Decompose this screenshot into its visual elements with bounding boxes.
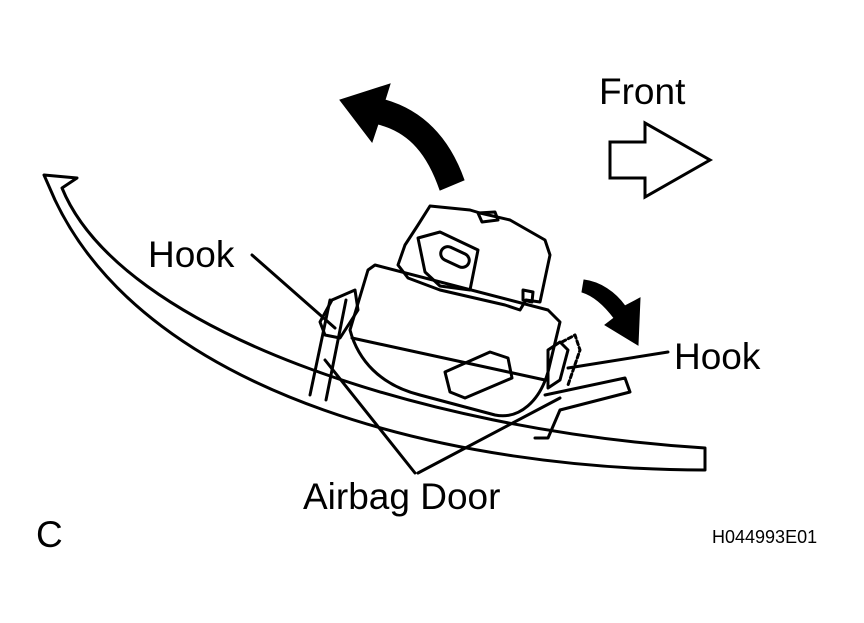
airbag-door-label: Airbag Door	[303, 476, 501, 517]
right-hook-clip	[546, 340, 570, 390]
right-door-strip	[533, 376, 632, 440]
panel-outline	[42, 173, 707, 472]
left-door-strip	[308, 298, 348, 402]
figure-code: H044993E01	[712, 527, 818, 547]
outline-right-arrow-icon	[608, 120, 714, 200]
left-hook-clip	[318, 288, 360, 340]
front-label: Front	[599, 71, 686, 112]
leader-airbag-door-right	[416, 396, 562, 475]
box-edge	[350, 336, 547, 382]
view-letter: C	[36, 514, 63, 555]
leader-airbag-door-left	[323, 358, 417, 475]
module-tab	[476, 210, 500, 224]
bracket-slot	[439, 245, 471, 269]
module-pin	[521, 288, 535, 304]
leader-hook-right	[566, 350, 670, 370]
leader-hook-left	[250, 253, 337, 330]
hook-right-label: Hook	[674, 336, 761, 377]
curved-up-left-arrow-icon	[339, 83, 465, 191]
curved-down-right-arrow-icon	[581, 279, 641, 346]
connector-plate	[443, 350, 514, 400]
hook-left-label: Hook	[148, 234, 235, 275]
